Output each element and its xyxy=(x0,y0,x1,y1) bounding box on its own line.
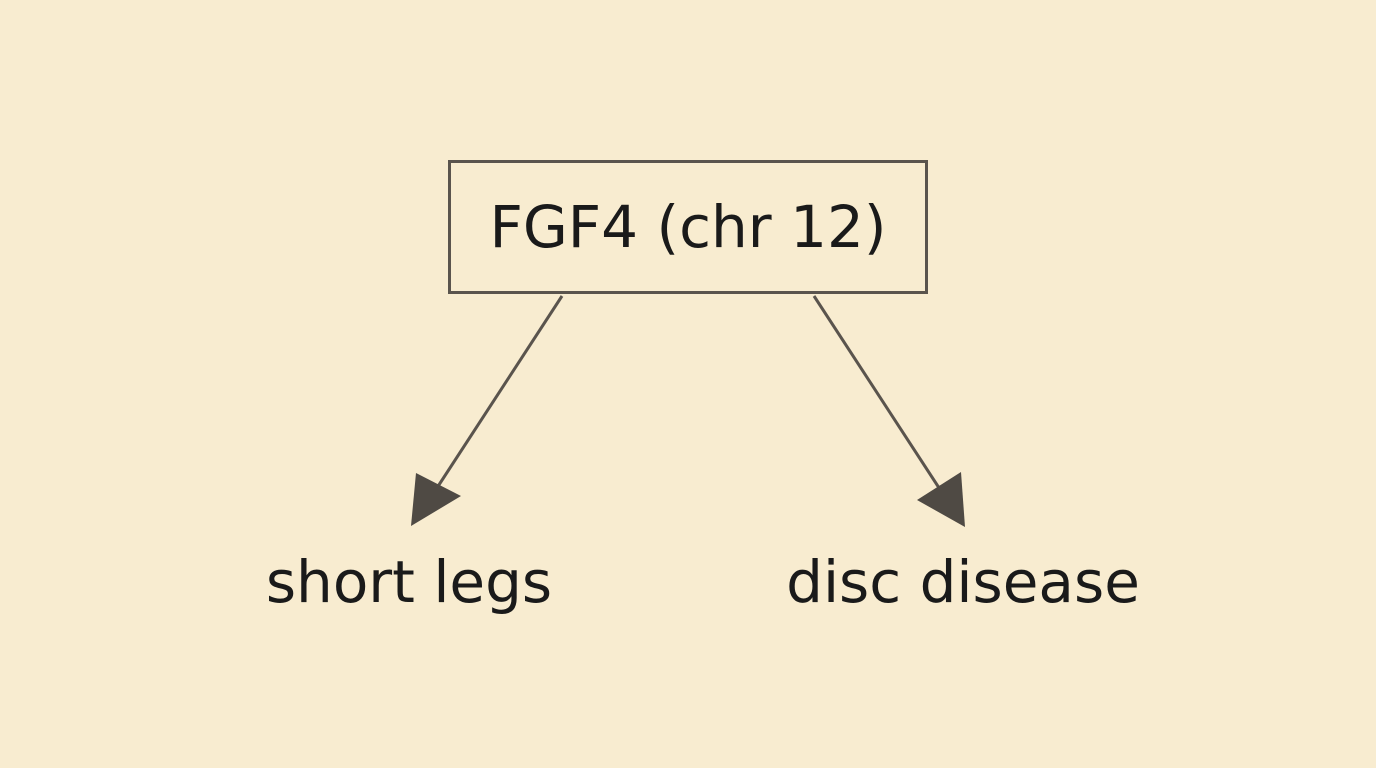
effect-short-legs: short legs xyxy=(265,548,553,616)
arrowhead-right xyxy=(917,472,965,527)
gene-label: FGF4 (chr 12) xyxy=(489,193,887,261)
arrow-line-left xyxy=(431,295,564,495)
effect-disc-disease: disc disease xyxy=(786,548,1140,616)
arrow-line-right xyxy=(812,295,945,495)
gene-box: FGF4 (chr 12) xyxy=(448,160,928,294)
arrow-to-disc-disease xyxy=(812,295,965,527)
arrow-to-short-legs xyxy=(411,295,564,526)
arrowhead-left xyxy=(411,473,461,526)
